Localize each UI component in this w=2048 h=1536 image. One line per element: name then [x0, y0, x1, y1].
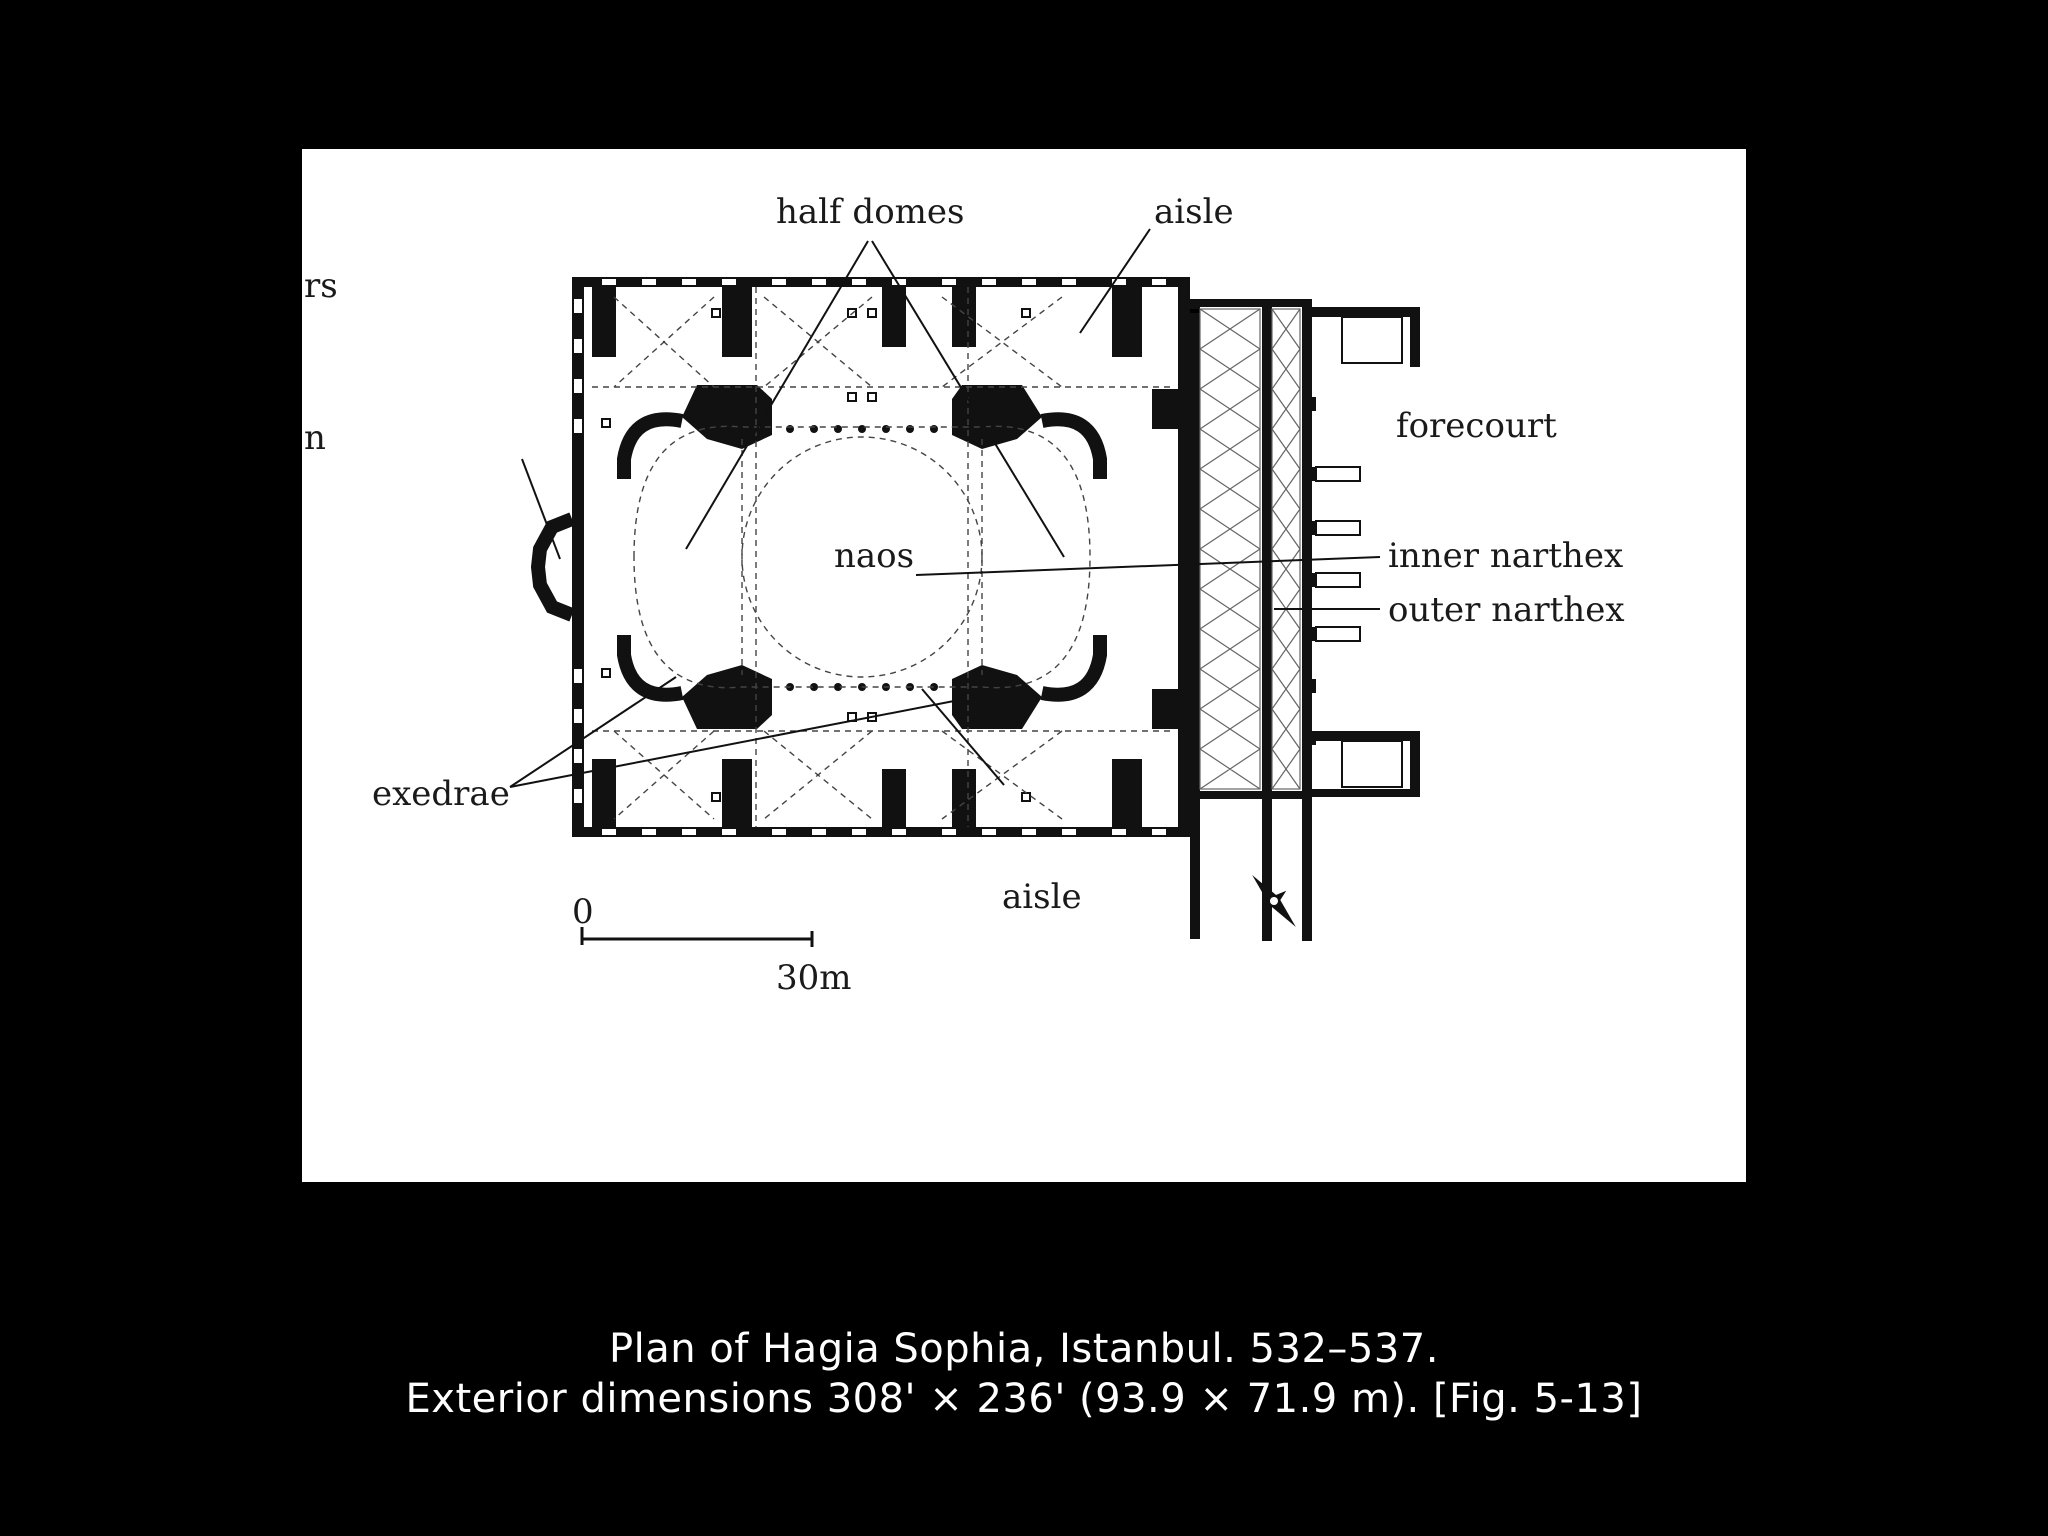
figure-caption-line-2: Exterior dimensions 308' × 236' (93.9 × …: [405, 1376, 1643, 1422]
label-outer-narthex: outer narthex: [1388, 590, 1625, 630]
narthex: [1190, 299, 1420, 941]
building-walls: [530, 277, 1190, 837]
hagia-sophia-plan: rs n: [304, 192, 1625, 998]
vault-dashes: [592, 287, 1172, 827]
cropped-fragment-top: rs: [304, 266, 338, 306]
scale-bar-start: 0: [572, 892, 594, 932]
label-inner-narthex: inner narthex: [1388, 536, 1623, 576]
scale-bar: 0 30m: [572, 892, 852, 998]
figure-caption-line-1: Plan of Hagia Sophia, Istanbul. 532–537.: [609, 1326, 1439, 1372]
scale-bar-end: 30m: [776, 958, 852, 998]
label-aisle-top: aisle: [1154, 192, 1234, 232]
leader-lines: [509, 228, 1381, 788]
plan-figure: rs n: [302, 149, 1746, 1182]
label-half-domes: half domes: [776, 192, 964, 232]
label-aisle-bottom: aisle: [1002, 877, 1082, 917]
north-arrow-icon: [1252, 874, 1296, 928]
cropped-fragment-middle: n: [304, 418, 326, 458]
label-forecourt: forecourt: [1396, 406, 1557, 446]
label-exedrae: exedrae: [372, 774, 510, 814]
label-naos: naos: [834, 536, 914, 576]
